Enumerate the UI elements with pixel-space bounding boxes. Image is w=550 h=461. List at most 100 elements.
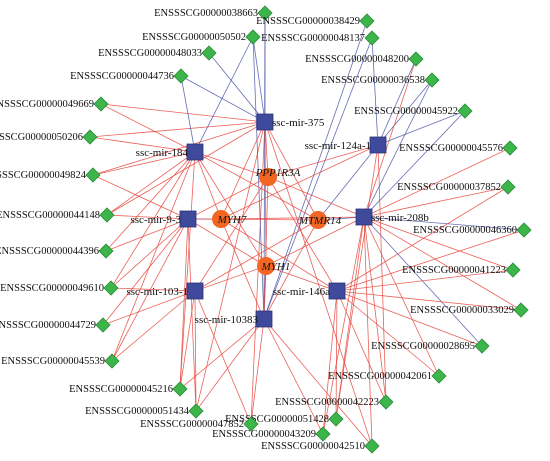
gene-diamond (257, 5, 273, 21)
gene-label: ENSSSCG00000044148 (0, 210, 100, 221)
network-edge (336, 269, 514, 292)
mirna-node: ssc-mir-184 (136, 143, 204, 161)
gene-label: ENSSSCG00000045216 (69, 384, 173, 395)
network-edge (335, 144, 379, 420)
network-edge (263, 176, 269, 320)
gene-node: ENSSSCG00000049824 (0, 167, 101, 183)
network-edge (187, 176, 269, 220)
gene-diamond (243, 416, 259, 432)
gene-node: ENSSSCG00000044396 (0, 243, 114, 259)
network-edge (263, 20, 368, 320)
network-edge (336, 229, 525, 292)
network-edge (179, 318, 265, 390)
gene-node: ENSSSCG00000045216 (69, 381, 188, 397)
network-edge (187, 218, 267, 267)
network-edge (335, 290, 338, 420)
network-edge (102, 290, 196, 326)
gene-diamond (505, 262, 521, 278)
mirna-label: ssc-mir-375 (272, 117, 325, 129)
network-edge (336, 290, 440, 377)
gene-label: ENSSSCG00000051428 (225, 414, 329, 425)
gene-node: ENSSSCG00000046360 (413, 222, 532, 238)
network-edge (267, 176, 338, 292)
mirna-label: ssc-mir-146a (273, 286, 330, 298)
network-edge (317, 144, 379, 221)
mirna-node: ssc-mir-103-1 (127, 282, 204, 300)
network-edge (363, 216, 387, 403)
network-edge (194, 290, 252, 425)
network-edge (180, 75, 266, 123)
gene-label: ENSSSCG00000048033 (98, 48, 202, 59)
gene-node: ENSSSCG00000028695 (371, 338, 490, 354)
gene-diamond (431, 368, 447, 384)
gene-node: ENSSSCG00000044148 (0, 207, 115, 223)
mirna-square (256, 113, 274, 131)
network-edge (194, 219, 319, 292)
network-edge (322, 290, 338, 435)
network-edge (264, 121, 319, 221)
network-edge (336, 290, 387, 403)
network-edge (377, 110, 466, 146)
network-edge (195, 121, 266, 412)
gene-diamond (359, 13, 375, 29)
network-edge (264, 121, 269, 178)
network-edge (267, 176, 365, 218)
gene-diamond (98, 243, 114, 259)
network-edge (92, 174, 189, 220)
network-edge (363, 216, 522, 311)
gene-label: ENSSSCG00000028695 (371, 341, 475, 352)
gene-node: ENSSSCG00000036538 (321, 72, 440, 88)
gene-label: ENSSSCG00000045539 (1, 356, 105, 367)
gene-node: ENSSSCG00000047852 (140, 416, 259, 432)
network-edge (377, 79, 433, 146)
gene-node: ENSSSCG00000048200 (305, 51, 424, 67)
network-edge (89, 136, 196, 153)
target-gene-ellipse (259, 168, 277, 186)
mirna-label: ssc-mir-124a-1 (305, 140, 371, 152)
network-edge (377, 144, 387, 403)
gene-node: ENSSSCG00000042223 (275, 394, 394, 410)
network-edge (179, 151, 196, 390)
gene-label: ENSSSCG00000036538 (321, 75, 425, 86)
gene-node: ENSSSCG00000045539 (1, 353, 120, 369)
gene-label: ENSSSCG00000046360 (413, 225, 517, 236)
mirna-square (255, 310, 273, 328)
gene-diamond (95, 317, 111, 333)
gene-node: ENSSSCG00000048033 (98, 45, 217, 61)
network-edge (111, 218, 189, 362)
gene-diamond (516, 222, 532, 238)
gene-node: ENSSSCG00000042510 (261, 438, 380, 454)
network-edge (194, 151, 319, 221)
gene-node: ENSSSCG00000049669 (0, 96, 109, 112)
network-edge (110, 287, 196, 292)
gene-label: ENSSSCG00000045922 (354, 106, 458, 117)
gene-label: ENSSSCG00000050206 (0, 132, 83, 143)
mirna-square (355, 208, 373, 226)
network-edge (194, 151, 267, 267)
target-gene-label: PPP1R3A (255, 167, 301, 179)
mirna-label: ssc-mir-9-3 (131, 214, 182, 226)
gene-node: ENSSSCG00000044736 (70, 68, 189, 84)
gene-node: ENSSSCG00000048137 (261, 30, 380, 46)
network-edge (194, 36, 254, 153)
gene-label: ENSSSCG00000043209 (212, 429, 316, 440)
gene-diamond (82, 129, 98, 145)
network-edge (363, 110, 466, 218)
mirna-square (186, 282, 204, 300)
gene-node: ENSSSCG00000033029 (410, 302, 529, 318)
gene-label: ENSSSCG00000049824 (0, 170, 87, 181)
network-edge (100, 103, 266, 123)
network-edge (179, 218, 189, 390)
target-gene-ellipse (257, 257, 275, 275)
network-edge (363, 147, 511, 218)
network-edge (180, 75, 196, 153)
network-edge (110, 218, 189, 289)
gene-label: ENSSSCG00000044736 (70, 71, 174, 82)
network-edge (220, 218, 338, 292)
target-gene-label: MTMR14 (298, 215, 342, 227)
gene-diamond (364, 30, 380, 46)
gene-node: ENSSSCG00000042061 (328, 368, 447, 384)
gene-diamond (378, 394, 394, 410)
gene-label: ENSSSCG00000042223 (275, 397, 379, 408)
